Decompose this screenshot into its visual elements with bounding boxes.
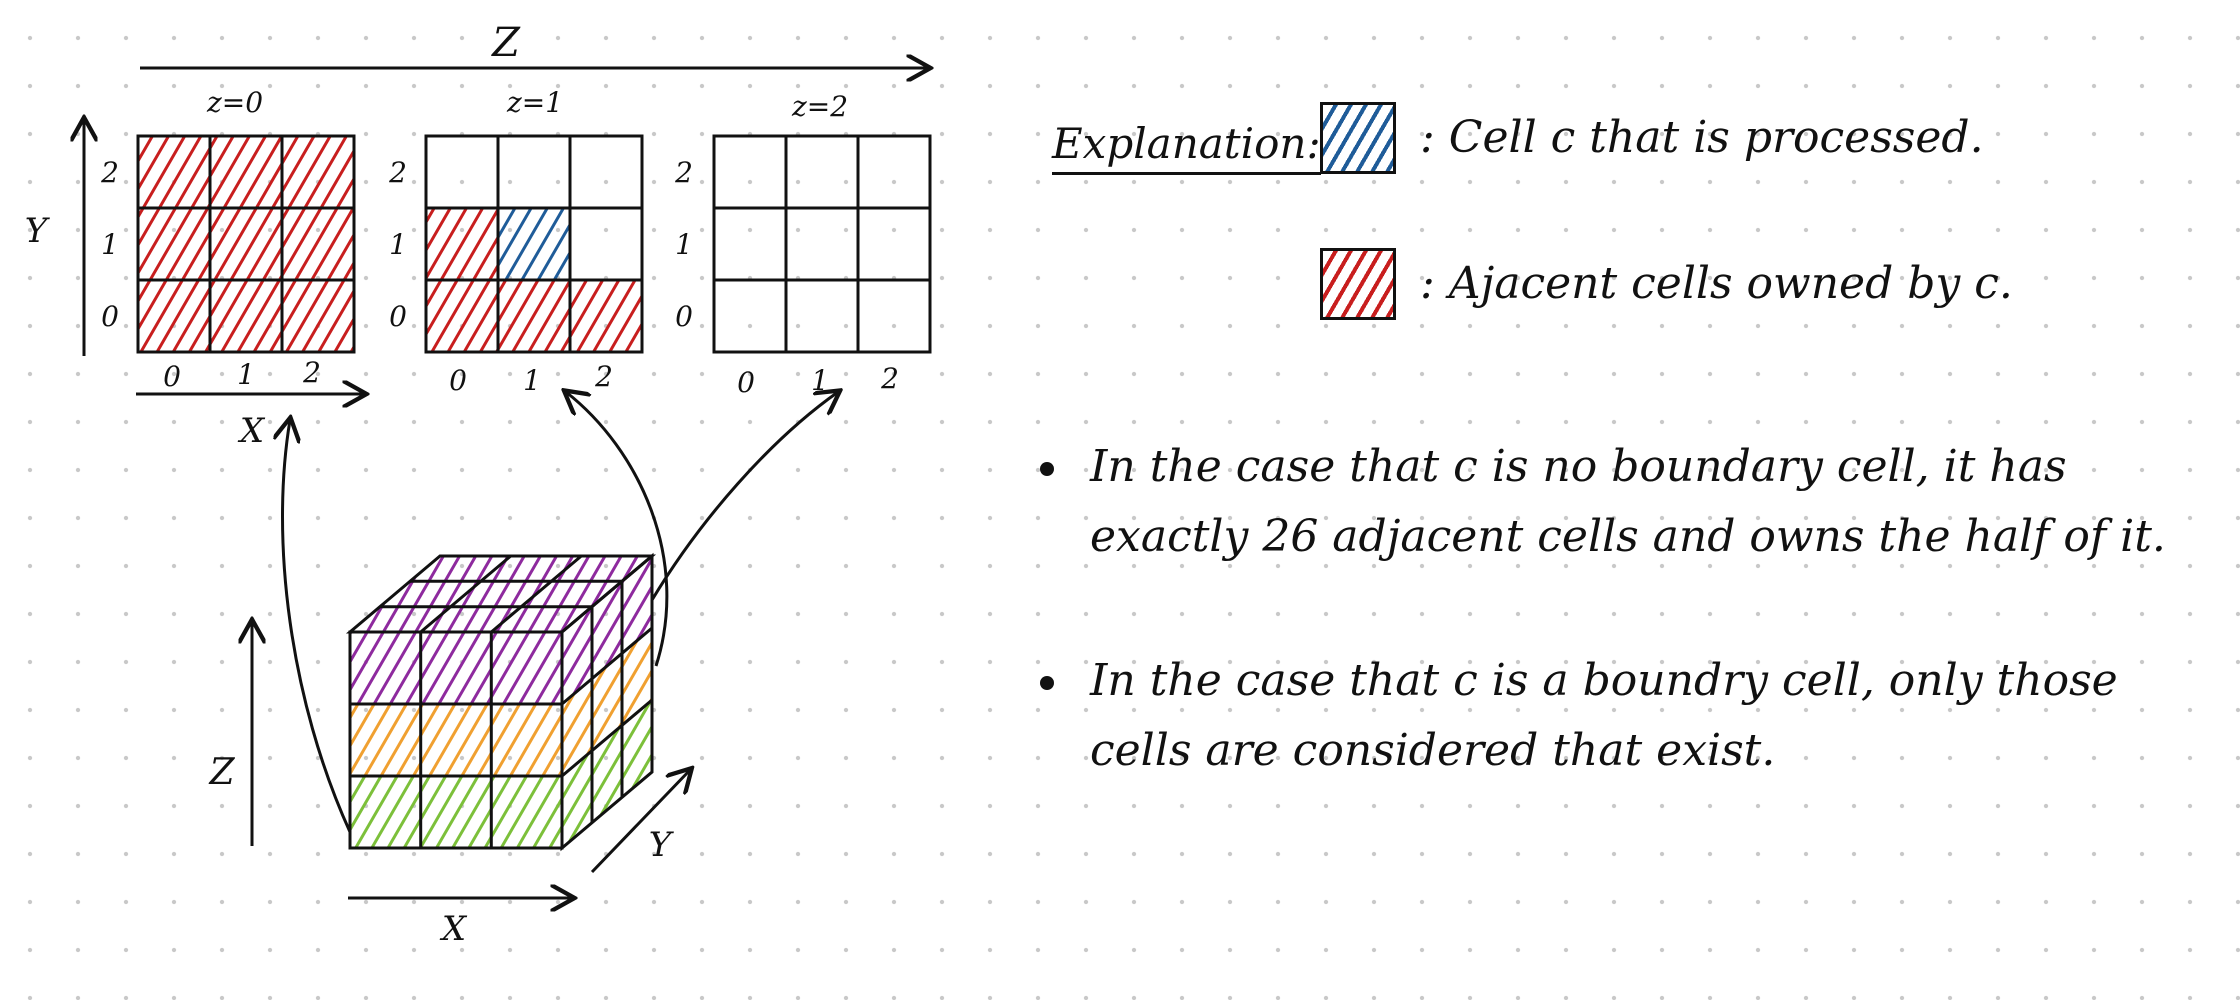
slice-z1-x-tick-1: 1	[523, 364, 541, 397]
slice-z1-y-tick-0: 0	[389, 300, 407, 333]
arrow-cube-to-z1	[566, 392, 669, 667]
cube-x-axis-label: X	[439, 909, 468, 949]
slice-z2-x-tick-1: 1	[811, 364, 829, 397]
slice-x-axis-label: X	[237, 411, 266, 451]
slice-z1-adjacent-row	[426, 280, 642, 352]
slice-label-z1: z=1	[506, 86, 563, 119]
cube-z-axis-label: Z	[208, 752, 235, 793]
slice-z2-y-tick-2: 2	[674, 156, 693, 189]
slice-z0-y-tick-0: 0	[101, 300, 119, 333]
legend-processed-text: : Cell c that is processed.	[1420, 112, 1984, 163]
cube-side-top-layer	[562, 556, 652, 704]
slice-z2-x-tick-2: 2	[880, 362, 899, 395]
slice-z1-processed-cell	[498, 208, 570, 280]
slice-grid-z0: 2 1 0 0 1 2	[100, 134, 356, 393]
slice-grid-z1: 2 1 0 0 1 2	[388, 134, 644, 397]
bullet-dot	[1040, 462, 1054, 476]
bullet-text: In the case that c is a boundry cell, on…	[1090, 655, 2118, 776]
slice-z1-adjacent-cell	[426, 208, 498, 280]
cube-front-bottom-layer	[350, 776, 562, 848]
slice-z0-y-tick-1: 1	[101, 228, 119, 261]
cube-y-axis-label: Y	[649, 825, 675, 865]
slice-z0-y-tick-2: 2	[100, 156, 119, 189]
slice-z1-y-tick-2: 2	[388, 156, 407, 189]
explanation-title: Explanation:	[1052, 118, 1321, 175]
arrow-cube-to-z0	[283, 420, 352, 833]
legend-blue-swatch	[1320, 102, 1396, 174]
slice-label-z2: z=2	[791, 90, 848, 123]
bullet-item-boundary: In the case that c is a boundry cell, on…	[1040, 646, 2220, 786]
cube-x-axis: X	[348, 898, 572, 949]
bullet-text: In the case that c is no boundary cell, …	[1090, 441, 2166, 562]
cube-z-axis: Z	[208, 622, 252, 846]
slice-z2-y-tick-0: 0	[675, 300, 693, 333]
slice-y-axis: Y	[25, 120, 84, 356]
cube-front-middle-layer	[350, 704, 562, 776]
cube-side-middle-layer	[562, 628, 652, 776]
cube-3d	[345, 552, 657, 852]
legend-adjacent-cells: : Ajacent cells owned by c.	[1320, 246, 2013, 322]
slice-z1-x-tick-0: 0	[449, 364, 467, 397]
top-z-axis-label: Z	[490, 20, 521, 66]
legend-red-swatch	[1320, 248, 1396, 320]
slice-z0-x-tick-1: 1	[237, 358, 255, 391]
slice-z1-y-tick-1: 1	[389, 228, 407, 261]
legend-adjacent-text: : Ajacent cells owned by c.	[1420, 258, 2013, 309]
slice-label-z0: z=0	[206, 86, 263, 119]
legend-processed-cell: : Cell c that is processed.	[1320, 100, 1984, 176]
cube-side-bottom-layer	[562, 700, 652, 848]
bullet-item-non-boundary: In the case that c is no boundary cell, …	[1040, 432, 2220, 572]
slice-z1-x-tick-2: 2	[594, 360, 613, 393]
slice-z0-adjacent-cells	[138, 136, 354, 352]
slice-grid-z2: 2 1 0 0 1 2	[674, 134, 932, 399]
slice-y-axis-label: Y	[25, 211, 51, 251]
cube-y-axis: Y	[590, 770, 690, 874]
bullet-dot	[1040, 676, 1054, 690]
arrow-cube-to-z2	[650, 392, 838, 601]
slice-x-axis: X	[136, 394, 364, 451]
slice-z2-y-tick-1: 1	[675, 228, 693, 261]
slice-z0-x-tick-0: 0	[163, 360, 181, 393]
slice-z0-x-tick-2: 2	[302, 356, 321, 389]
cube-front-top-layer	[350, 632, 562, 704]
top-z-axis: Z	[140, 20, 928, 68]
slice-z2-x-tick-0: 0	[737, 366, 755, 399]
